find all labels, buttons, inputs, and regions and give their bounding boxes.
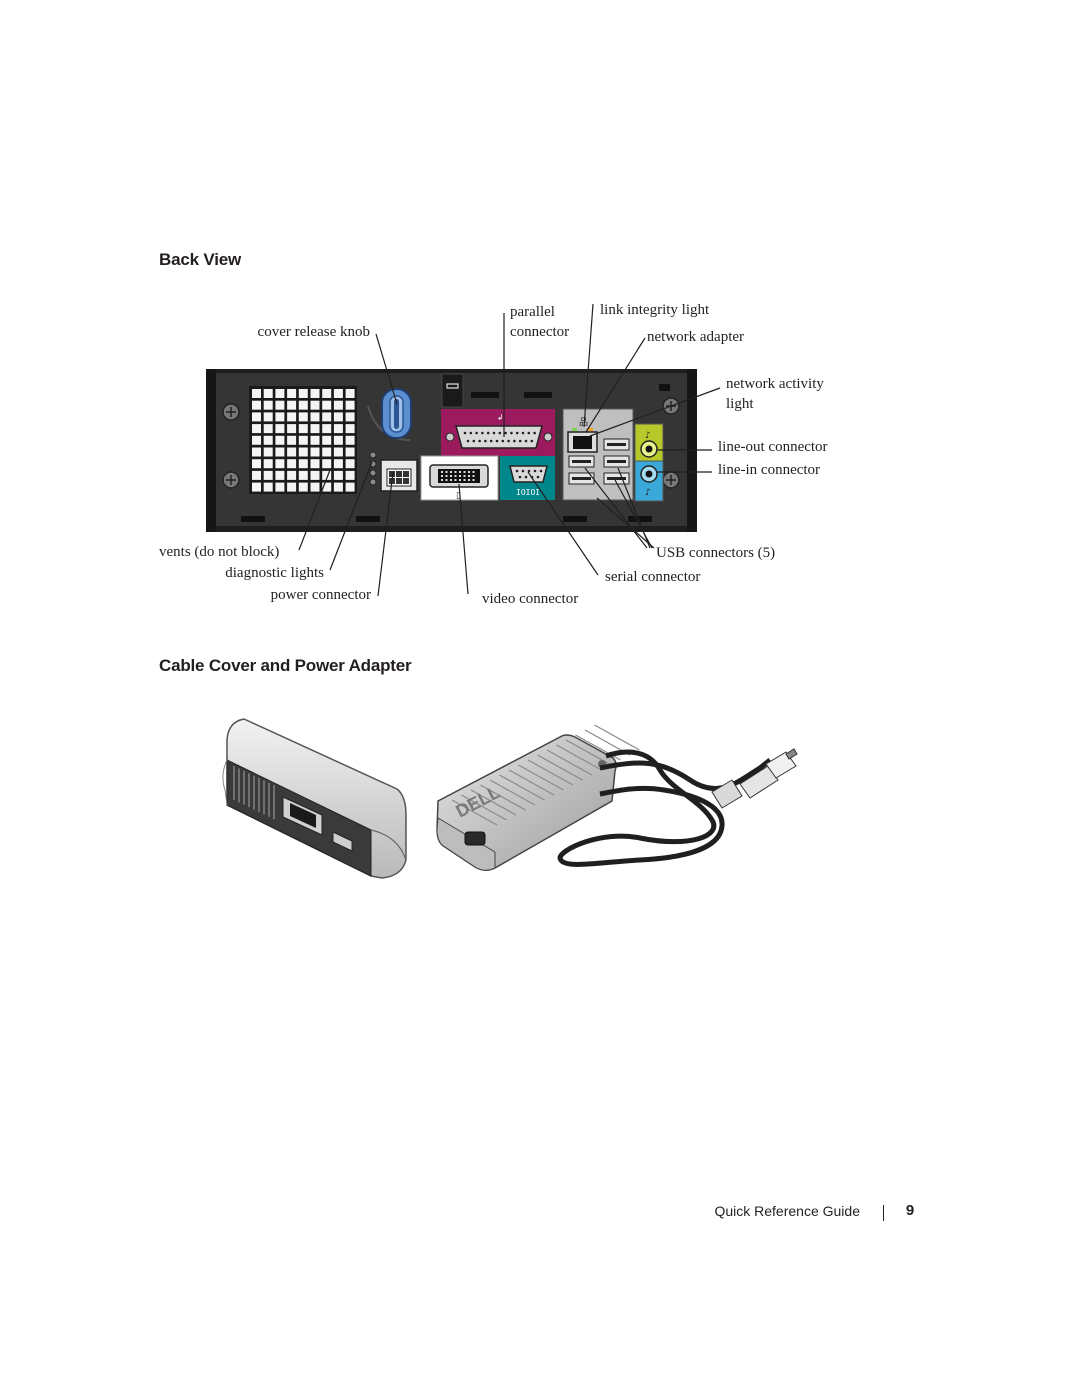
cable-cover-and-adapter-illustration: DELL bbox=[222, 718, 798, 879]
page-number: 9 bbox=[905, 1202, 915, 1219]
cover-release-knob-icon bbox=[367, 388, 412, 441]
line-in-connector-label: line-in connector bbox=[718, 462, 821, 478]
link-integrity-light-label: link integrity light bbox=[600, 302, 710, 318]
power-cord-icon bbox=[557, 748, 798, 867]
cover-release-knob-label: cover release knob bbox=[257, 324, 370, 340]
parallel-connector-icon: ↲ bbox=[441, 409, 555, 456]
network-activity-light-label-line2: light bbox=[726, 396, 754, 412]
cable-cover-icon bbox=[222, 718, 407, 879]
power-adapter-icon: DELL bbox=[436, 724, 640, 871]
parallel-connector-label-line1: parallel bbox=[510, 304, 555, 320]
svg-text:♪: ♪ bbox=[645, 431, 651, 441]
network-adapter-icon: 品 bbox=[567, 417, 598, 453]
svg-text:IOIOI: IOIOI bbox=[516, 488, 540, 497]
vent-grid bbox=[249, 386, 357, 494]
power-connector-label: power connector bbox=[270, 587, 371, 603]
svg-text:↲: ↲ bbox=[497, 413, 504, 422]
svg-text:▯: ▯ bbox=[456, 491, 461, 501]
network-activity-light-label-line1: network activity bbox=[726, 376, 824, 392]
serial-connector-icon: IOIOI bbox=[500, 456, 555, 500]
back-view-illustration: ↲ ▯ IOIOI 品 bbox=[206, 303, 721, 597]
line-out-connector-label: line-out connector bbox=[718, 439, 828, 455]
audio-connectors-icon: ♪ ♪ bbox=[634, 423, 664, 502]
svg-text:品: 品 bbox=[579, 417, 588, 428]
svg-text:♪: ♪ bbox=[645, 488, 651, 498]
video-connector-icon: ▯ bbox=[420, 455, 499, 501]
vents-label: vents (do not block) bbox=[159, 544, 280, 560]
network-adapter-label: network adapter bbox=[647, 329, 745, 345]
parallel-connector-label-line2: connector bbox=[510, 324, 570, 340]
video-connector-label: video connector bbox=[482, 591, 579, 607]
footer-separator bbox=[883, 1205, 884, 1221]
padlock-slot-icon bbox=[441, 373, 464, 408]
serial-connector-label: serial connector bbox=[605, 569, 701, 585]
footer-guide-title: Quick Reference Guide bbox=[714, 1203, 860, 1219]
diagnostic-lights-label: diagnostic lights bbox=[225, 565, 324, 581]
cable-cover-heading: Cable Cover and Power Adapter bbox=[159, 656, 412, 675]
back-view-heading: Back View bbox=[159, 250, 241, 269]
usb-connectors-label: USB connectors (5) bbox=[656, 545, 776, 561]
callout-leader-lines bbox=[298, 303, 721, 597]
